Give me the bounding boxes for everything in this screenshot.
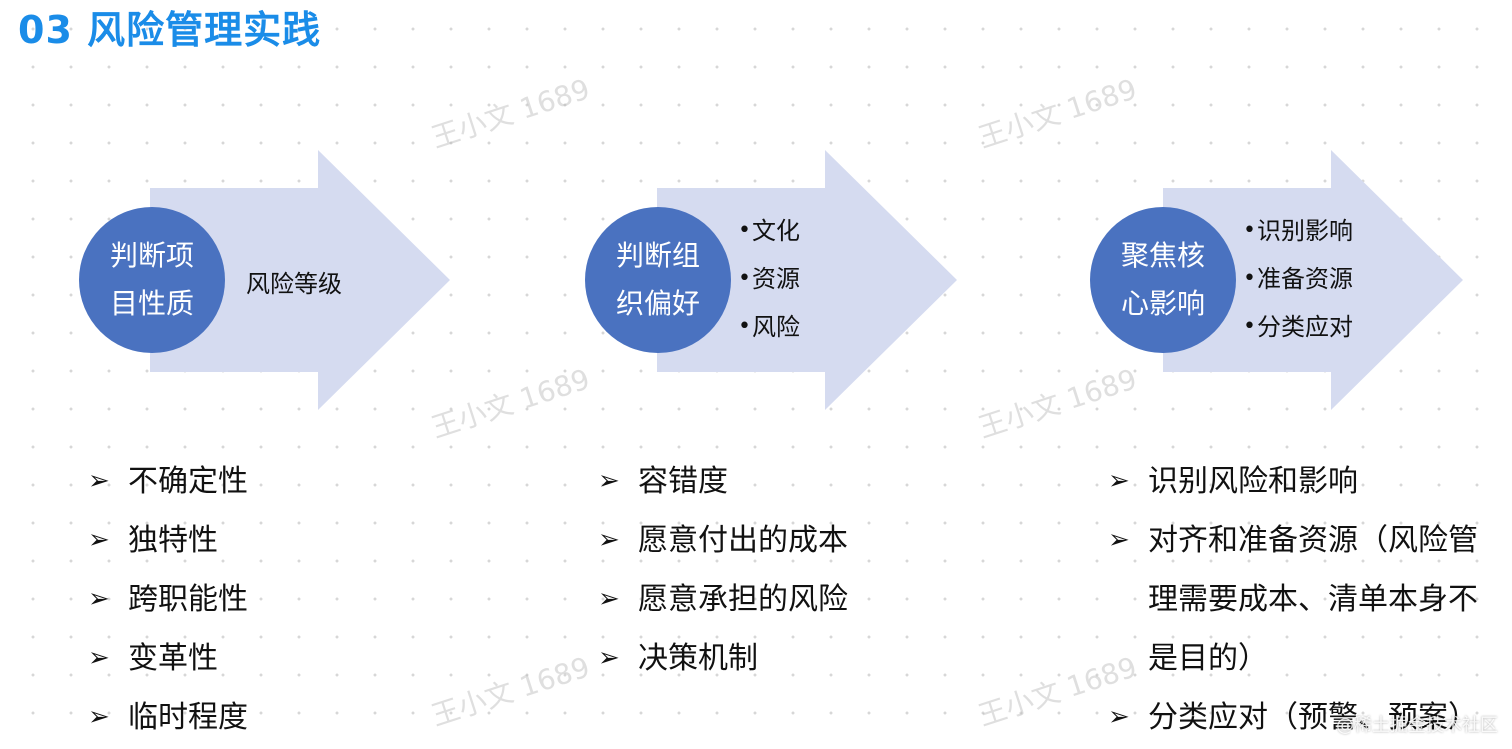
list-item: •风险 <box>738 303 800 351</box>
list-item: •分类应对 <box>1243 303 1353 351</box>
arrow-bullet-icon: ➢ <box>598 525 620 555</box>
arrow-bullet-icon: ➢ <box>1108 702 1130 732</box>
arrow-bullet-icon: ➢ <box>1108 466 1130 496</box>
arrow-bullet-icon: ➢ <box>598 584 620 614</box>
stage-1-circle-line2: 目性质 <box>109 287 194 320</box>
list-item: ➢愿意承担的风险 <box>598 570 928 629</box>
bullet-dot-icon: • <box>738 266 751 291</box>
stage-1-arrow-text: 风险等级 <box>246 270 342 298</box>
stage-1-circle: 判断项 目性质 <box>79 207 225 353</box>
arrow-bullet-icon: ➢ <box>598 466 620 496</box>
stage-1-list: ➢不确定性 ➢独特性 ➢跨职能性 ➢变革性 ➢临时程度 <box>88 452 418 747</box>
list-item: ➢独特性 <box>88 511 418 570</box>
arrow-shape-1 <box>150 150 450 410</box>
list-item: ➢分类应对（预警、预案） <box>1108 688 1488 747</box>
stage-3-circle: 聚焦核 心影响 <box>1090 207 1236 353</box>
arrow-bullet-icon: ➢ <box>598 643 620 673</box>
arrow-bullet-icon: ➢ <box>88 466 110 496</box>
stage-3-circle-line1: 聚焦核 <box>1120 239 1205 272</box>
list-item: •准备资源 <box>1243 255 1353 303</box>
stage-2-circle-line1: 判断组 <box>615 239 700 272</box>
list-item: ➢跨职能性 <box>88 570 418 629</box>
list-item: ➢变革性 <box>88 629 418 688</box>
arrow-bullet-icon: ➢ <box>88 643 110 673</box>
arrow-bullet-icon: ➢ <box>88 584 110 614</box>
list-item: ➢不确定性 <box>88 452 418 511</box>
list-item: ➢识别风险和影响 <box>1108 452 1488 511</box>
list-item: ➢愿意付出的成本 <box>598 511 928 570</box>
arrow-shape-3 <box>1163 150 1463 410</box>
list-item: ➢决策机制 <box>598 629 928 688</box>
corner-watermark: @稀土掘金技术社区 <box>1336 715 1498 736</box>
page-title: 03 风险管理实践 <box>18 8 322 52</box>
arrow-bullet-icon: ➢ <box>1108 525 1130 555</box>
bullet-dot-icon: • <box>1243 218 1256 243</box>
list-item: •识别影响 <box>1243 207 1353 255</box>
stage-1-circle-line1: 判断项 <box>109 239 194 272</box>
list-item: ➢容错度 <box>598 452 928 511</box>
stage-2-list: ➢容错度 ➢愿意付出的成本 ➢愿意承担的风险 ➢决策机制 <box>598 452 928 688</box>
stage-2-circle: 判断组 织偏好 <box>585 207 731 353</box>
stage-3-arrow-list: •识别影响 •准备资源 •分类应对 <box>1243 207 1353 351</box>
list-item: ➢临时程度 <box>88 688 418 747</box>
list-item: ➢对齐和准备资源（风险管理需要成本、清单本身不是目的） <box>1108 511 1488 688</box>
bullet-dot-icon: • <box>1243 314 1256 339</box>
bullet-dot-icon: • <box>738 314 751 339</box>
stage-2-arrow-list: •文化 •资源 •风险 <box>738 207 800 351</box>
bullet-dot-icon: • <box>1243 266 1256 291</box>
stage-3-list: ➢识别风险和影响 ➢对齐和准备资源（风险管理需要成本、清单本身不是目的） ➢分类… <box>1108 452 1488 747</box>
arrow-shape-2 <box>657 150 957 410</box>
list-item: •资源 <box>738 255 800 303</box>
stage-2-circle-line2: 织偏好 <box>615 287 700 320</box>
arrow-bullet-icon: ➢ <box>88 525 110 555</box>
arrow-bullet-icon: ➢ <box>88 702 110 732</box>
list-item: •文化 <box>738 207 800 255</box>
stage-3-circle-line2: 心影响 <box>1120 287 1205 320</box>
bullet-dot-icon: • <box>738 218 751 243</box>
